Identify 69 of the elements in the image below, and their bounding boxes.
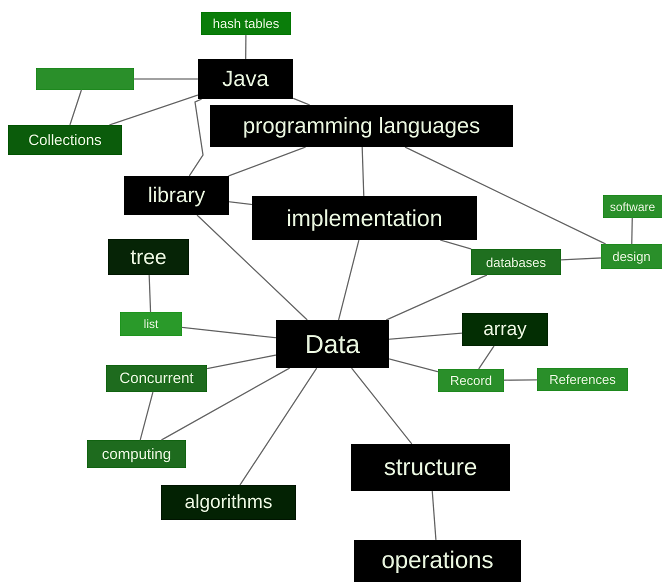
concept-box: [201, 12, 291, 35]
connector-line: [182, 326, 276, 338]
concept-label: operations: [381, 549, 494, 573]
concept-label: structure: [384, 456, 478, 480]
connector-line: [228, 146, 306, 177]
concept-label: Record: [450, 374, 492, 387]
connector-line: [239, 368, 318, 486]
connector-line: [196, 214, 308, 320]
concept-box: [161, 485, 296, 520]
concept-label: library: [148, 185, 206, 206]
concept-box: [601, 244, 662, 269]
concept-box: [124, 176, 229, 215]
connector-line: [161, 367, 290, 441]
connector-line: [440, 239, 472, 250]
concept-label: programming languages: [242, 115, 480, 137]
connector-line: [206, 354, 276, 370]
concept-box: [106, 365, 207, 392]
connector-line: [134, 78, 198, 80]
connector-line: [386, 274, 488, 321]
connector-line: [631, 218, 633, 244]
empty-box: [36, 68, 134, 90]
concept-label: computing: [102, 446, 172, 462]
connector-line: [69, 90, 82, 126]
concept-label: References: [549, 373, 616, 386]
concept-label: software: [610, 200, 656, 212]
concept-label: tree: [130, 246, 167, 268]
concept-box: [108, 239, 189, 275]
concept-box: [462, 313, 548, 346]
concept-label: hash tables: [212, 17, 280, 30]
connector-line: [388, 358, 438, 372]
concept-box: [351, 444, 510, 491]
connector-line: [478, 346, 495, 370]
connector-line: [351, 368, 412, 444]
concept-label: Collections: [28, 132, 102, 148]
concept-label: implementation: [286, 206, 442, 230]
connector-line: [432, 490, 437, 540]
connector-line: [148, 274, 152, 312]
connector-line: [109, 94, 198, 126]
concept-box: [354, 540, 521, 582]
concept-label: Java: [222, 68, 269, 90]
concept-box: [87, 440, 186, 468]
concept-box: [8, 125, 122, 155]
concept-box: [603, 195, 662, 218]
concept-box: [537, 368, 628, 391]
concept-box: [252, 196, 477, 240]
connector-line: [504, 379, 537, 381]
connector-line: [560, 257, 602, 260]
concept-box: [210, 105, 513, 147]
concept-box: [198, 59, 293, 99]
concept-label: Concurrent: [119, 371, 194, 386]
concept-label: Data: [305, 331, 360, 357]
concept-label: list: [144, 318, 158, 330]
concept-label: array: [483, 320, 527, 339]
concept-label: databases: [486, 256, 546, 268]
connector-line: [292, 98, 310, 106]
connector-line: [404, 146, 606, 245]
concept-label: algorithms: [184, 493, 272, 512]
concept-box: [438, 369, 504, 392]
connector-line: [228, 201, 252, 206]
connector-line: [338, 240, 360, 320]
concept-box: [471, 249, 561, 275]
concept-box: [276, 320, 389, 368]
concept-box: [120, 312, 182, 336]
connector-line: [140, 392, 154, 440]
connector-line: [188, 98, 204, 176]
connector-line: [245, 35, 247, 59]
connector-line: [388, 332, 462, 340]
connector-line: [362, 146, 364, 196]
concept-label: design: [612, 250, 651, 263]
